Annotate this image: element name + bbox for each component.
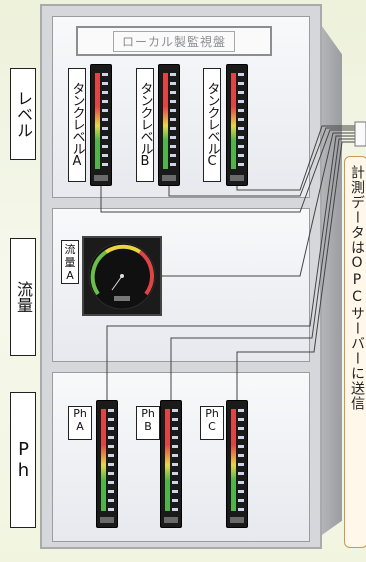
ph-c-line2: C — [208, 420, 216, 433]
ph-b-meter — [160, 400, 182, 528]
tank-level-b-label: タンクレベルB — [136, 68, 154, 182]
gauge-dial-icon — [88, 242, 156, 310]
panel-nameplate: ローカル製監視盤 — [76, 26, 272, 56]
flow-a-line2: 量 — [64, 256, 76, 269]
section-label-ph: Ph — [10, 392, 36, 528]
ph-a-line2: A — [76, 420, 84, 433]
tank-level-b-meter — [158, 64, 180, 186]
flow-a-gauge — [82, 236, 162, 316]
section-flow-text: 流量 — [14, 281, 33, 313]
ph-c-label: Ph C — [200, 406, 224, 440]
ph-b-line1: Ph — [141, 407, 155, 420]
tank-level-c-label: タンクレベルC — [203, 68, 221, 182]
section-label-flow: 流量 — [10, 238, 36, 356]
tank-level-a-meter — [90, 64, 112, 186]
flow-a-line3: A — [66, 269, 74, 282]
ph-c-meter — [226, 400, 248, 528]
tank-level-c-meter — [226, 64, 248, 186]
ph-c-line1: Ph — [205, 407, 219, 420]
ph-b-line2: B — [144, 420, 152, 433]
flow-a-line1: 流 — [64, 243, 76, 256]
ph-b-label: Ph B — [136, 406, 160, 440]
callout-note: 計測データはOPCサーバーに送信 — [344, 156, 366, 548]
section-ph-text: Ph — [13, 439, 34, 481]
flow-a-label: 流 量 A — [61, 240, 79, 284]
section-level-text: レベル — [14, 90, 33, 138]
section-label-level: レベル — [10, 68, 36, 160]
ph-a-line1: Ph — [73, 407, 87, 420]
panel-title: ローカル製監視盤 — [112, 30, 235, 52]
tank-level-a-label: タンクレベルA — [68, 68, 86, 182]
ph-a-meter — [96, 400, 118, 528]
ph-a-label: Ph A — [68, 406, 92, 440]
